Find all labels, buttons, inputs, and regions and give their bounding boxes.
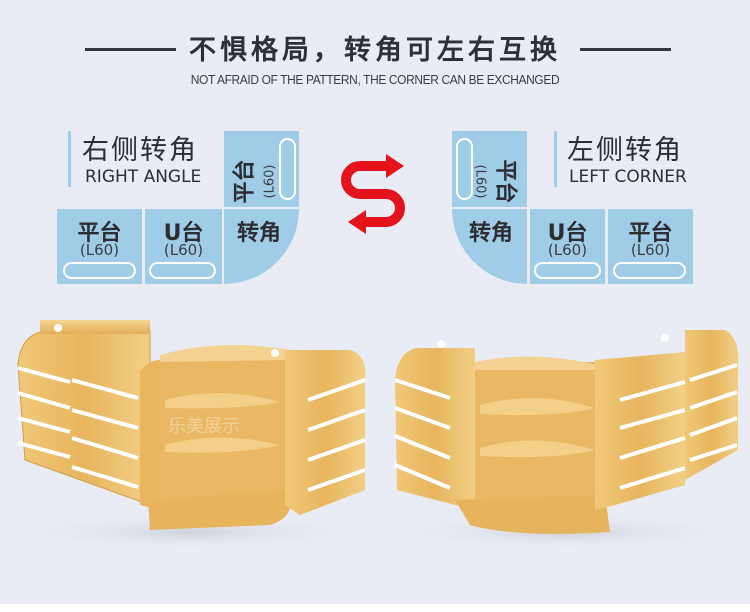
- bottom-strip: [0, 604, 750, 612]
- cell-pill: [456, 138, 473, 200]
- cell-u-platform: U台 (L60): [530, 209, 605, 284]
- cell-u-platform: U台 (L60): [145, 209, 222, 284]
- cell-sub: (L60): [163, 241, 204, 259]
- cell-label-rotated: 平台 (L60): [227, 152, 278, 212]
- cell-platform-vertical: 平台 (L60): [452, 131, 527, 207]
- cell-name: 转角: [236, 221, 281, 246]
- cell-sub: (L60): [630, 241, 671, 259]
- cell-pill: [613, 262, 686, 279]
- header-line-left: [85, 48, 176, 51]
- cell-pill: [149, 262, 216, 279]
- cell-name: 转角: [468, 221, 513, 246]
- left-corner-label-en: LEFT CORNER: [569, 167, 687, 187]
- cell-name: 平台: [628, 221, 673, 246]
- cell-corner: 转角: [224, 209, 299, 284]
- cell-pill: [279, 138, 296, 200]
- cell-label-rotated: 平台 (L60): [473, 152, 524, 212]
- cell-name: 平台: [232, 159, 258, 204]
- product-image-right-angle: 乐美展示: [17, 320, 366, 550]
- cell-corner: 转角: [452, 209, 527, 284]
- cell-pill: [63, 262, 136, 279]
- swap-arrows-icon: [341, 154, 405, 234]
- page-subtitle: NOT AFRAID OF THE PATTERN, THE CORNER CA…: [190, 72, 560, 87]
- header-line-right: [580, 48, 671, 51]
- product-image-left-corner: [394, 330, 739, 550]
- cell-platform-vertical: 平台 (L60): [224, 131, 299, 207]
- cell-platform: 平台 (L60): [57, 209, 142, 284]
- cell-name: 平台: [77, 221, 122, 246]
- right-angle-label-cn: 右侧转角: [82, 135, 198, 166]
- cell-sub: (L60): [79, 241, 120, 259]
- cell-sub: (L60): [472, 164, 488, 199]
- left-corner-label-cn: 左侧转角: [567, 135, 683, 166]
- label-accent-bar: [68, 131, 71, 187]
- cell-sub: (L60): [547, 241, 588, 259]
- cell-sub: (L60): [262, 164, 278, 199]
- watermark: 乐美展示: [168, 416, 240, 437]
- right-angle-label-en: RIGHT ANGLE: [85, 167, 202, 187]
- page-title: 不惧格局，转角可左右互换: [189, 35, 561, 66]
- cell-name: 平台: [492, 159, 518, 204]
- cell-name: U台: [547, 221, 588, 246]
- label-accent-bar: [554, 131, 557, 187]
- cell-platform: 平台 (L60): [608, 209, 693, 284]
- cell-pill: [534, 262, 601, 279]
- cell-name: U台: [163, 221, 204, 246]
